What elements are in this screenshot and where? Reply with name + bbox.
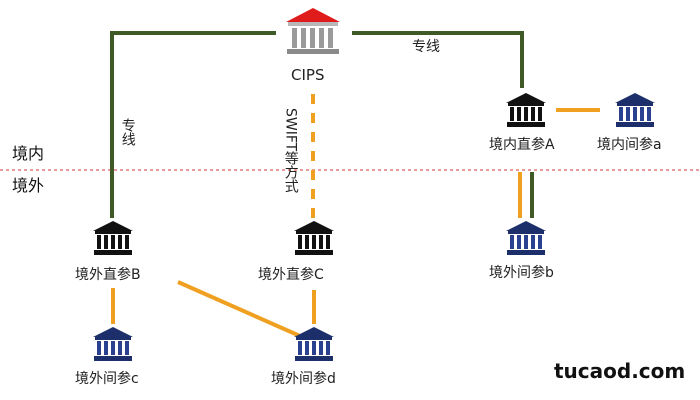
watermark-text: tucaod.com xyxy=(554,359,686,383)
overseas-indirect-b-bank-icon xyxy=(506,221,546,255)
domestic-indirect-a-label: 境内间参a xyxy=(597,137,662,153)
dedicated-line-cips-to-a xyxy=(352,31,524,88)
link-b-to-indirect-d xyxy=(177,280,301,338)
dedicated-line-cips-to-b xyxy=(110,31,276,218)
dedicated-line-label-right: 专线 xyxy=(412,39,440,55)
overseas-indirect-d-bank-icon xyxy=(294,327,334,361)
overseas-indirect-c-label: 境外间参c xyxy=(75,371,139,387)
cips-bank-icon xyxy=(286,8,340,54)
region-label-overseas: 境外 xyxy=(12,176,45,195)
overseas-indirect-c-bank-icon xyxy=(93,327,133,361)
overseas-indirect-b-label: 境外间参b xyxy=(489,265,554,281)
overseas-direct-c-bank-icon xyxy=(294,221,334,255)
region-label-domestic: 境内 xyxy=(12,144,45,163)
domestic-indirect-a-bank-icon xyxy=(615,93,655,127)
domestic-direct-a-bank-icon xyxy=(506,93,546,127)
swift-methods-label: SWIFT等方式 xyxy=(282,108,299,194)
overseas-direct-b-label: 境外直参B xyxy=(75,267,141,283)
overseas-direct-b-bank-icon xyxy=(93,221,133,255)
overseas-direct-c-label: 境外直参C xyxy=(258,267,324,283)
dedicated-line-label-left: 专线 xyxy=(119,118,136,146)
cips-label: CIPS xyxy=(291,66,325,84)
domestic-direct-a-label: 境内直参A xyxy=(489,137,555,153)
overseas-indirect-d-label: 境外间参d xyxy=(271,371,336,387)
